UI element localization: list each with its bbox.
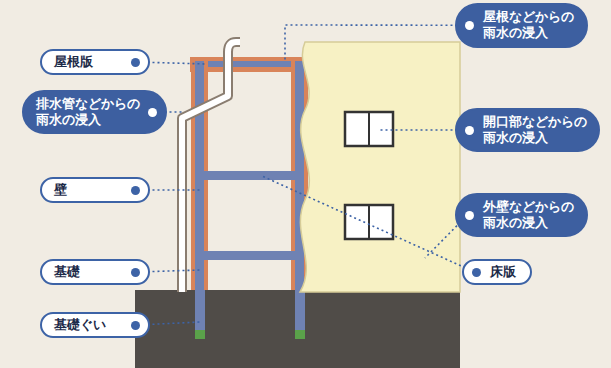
column-core <box>195 61 204 290</box>
window <box>345 205 393 239</box>
callout-dot <box>465 211 474 220</box>
label-text: 基礎 <box>54 264 124 280</box>
leader-line <box>262 176 475 272</box>
label-text: 屋根版 <box>54 54 124 70</box>
window-mullion <box>368 205 370 239</box>
label-text: 壁 <box>54 182 124 198</box>
callout-dot <box>465 21 474 30</box>
pile-tip <box>195 330 205 339</box>
callout-dot <box>131 186 140 195</box>
pile-tip <box>295 330 305 339</box>
callout-pill: 外壁などからの 雨水の浸入 <box>455 193 588 238</box>
window <box>345 112 393 146</box>
label-text: 外壁などからの 雨水の浸入 <box>483 199 576 232</box>
callout-dot <box>148 108 157 117</box>
label-text: 開口部などからの 雨水の浸入 <box>483 114 588 147</box>
part-label: 床版 <box>462 259 532 285</box>
part-label: 壁 <box>40 177 150 203</box>
callout-dot <box>131 268 140 277</box>
drain-pipe <box>182 42 240 292</box>
pile <box>195 288 205 330</box>
callout-dot <box>131 58 140 67</box>
floor-slab <box>204 251 295 260</box>
callout-dot <box>465 126 474 135</box>
part-label: 基礎ぐい <box>40 312 150 338</box>
callout-dot <box>131 321 140 330</box>
part-label: 基礎 <box>40 259 150 285</box>
label-text: 床版 <box>490 264 520 280</box>
window-mullion <box>368 112 370 146</box>
label-text: 屋根などからの 雨水の浸入 <box>483 9 576 42</box>
callout-dot <box>472 268 481 277</box>
callout-pill: 開口部などからの 雨水の浸入 <box>455 108 600 153</box>
column-core <box>295 61 304 290</box>
pile <box>295 288 305 330</box>
floor-slab <box>204 171 295 180</box>
part-label: 屋根版 <box>40 49 150 75</box>
label-text: 基礎ぐい <box>54 317 124 333</box>
label-text: 排水管などからの 雨水の浸入 <box>36 96 141 129</box>
outer-wall <box>300 42 460 292</box>
leader-line <box>285 25 468 62</box>
callout-pill: 屋根などからの 雨水の浸入 <box>455 3 588 48</box>
callout-pill: 排水管などからの 雨水の浸入 <box>22 90 167 135</box>
drain-pipe-outline <box>182 42 240 292</box>
